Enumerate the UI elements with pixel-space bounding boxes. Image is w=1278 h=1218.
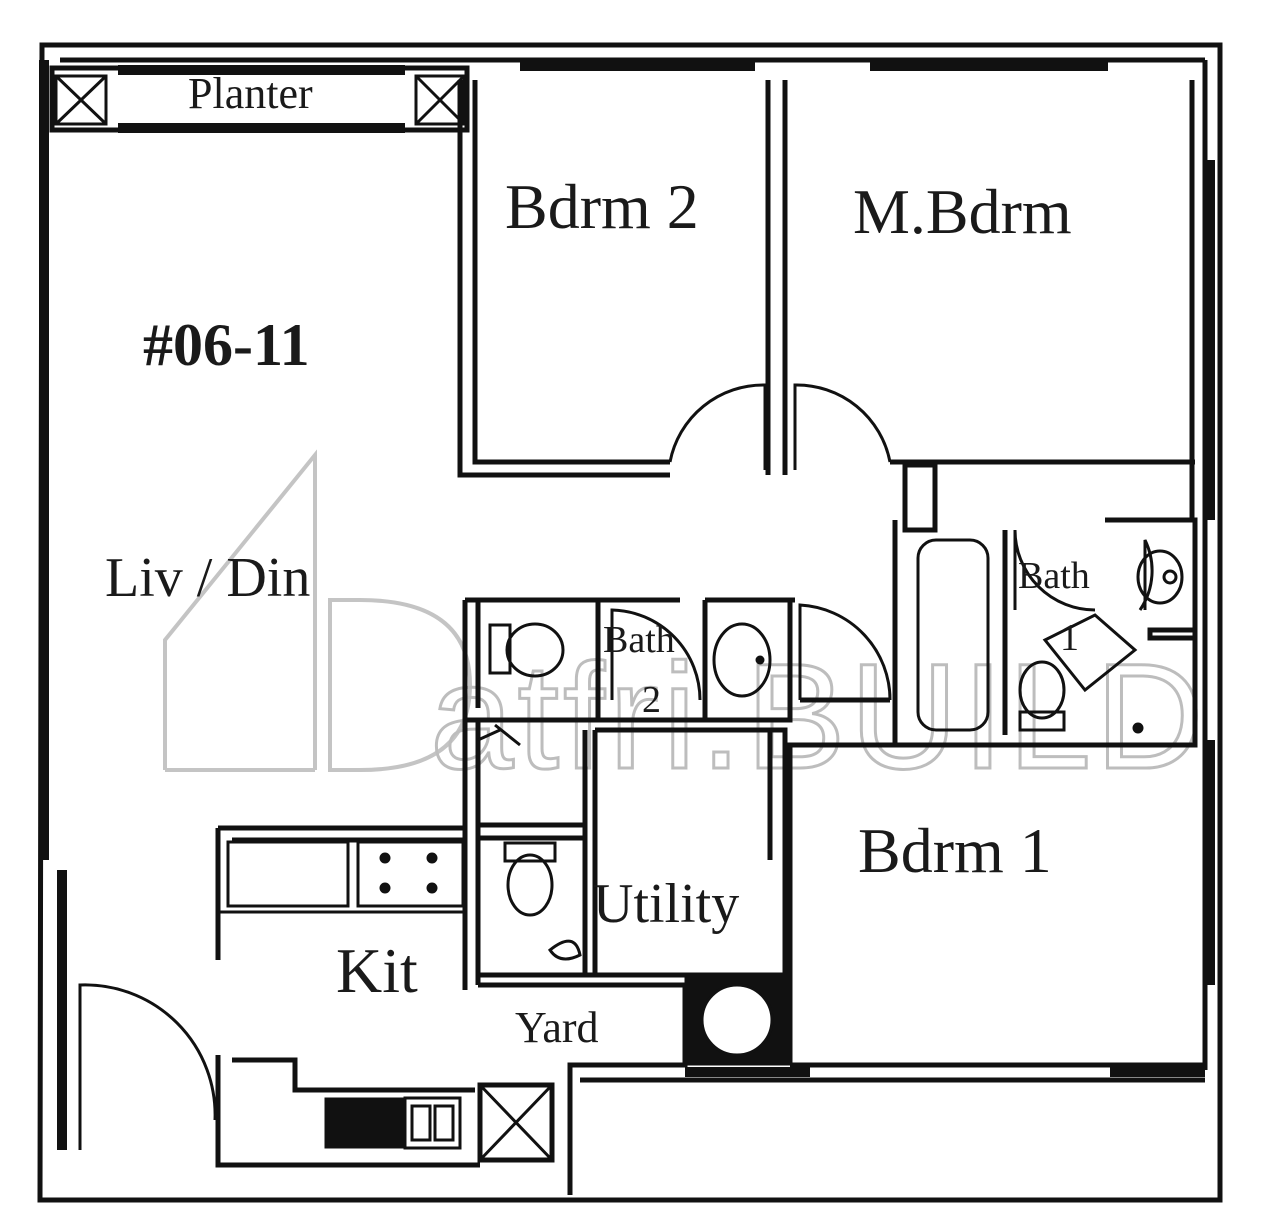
- label-utility: Utility: [593, 873, 739, 935]
- label-bath-2: Bath: [603, 619, 675, 661]
- kitchen: [78, 825, 480, 1168]
- planter: [49, 65, 470, 133]
- room-labels: Planter Bdrm 2 M.Bdrm #06-11 Liv / Din B…: [105, 69, 1090, 1052]
- bath-2: [462, 597, 892, 723]
- watermark: atfri.BUILD: [163, 449, 1208, 802]
- label-bath-1-number: 1: [1060, 617, 1079, 659]
- watermark-logo-icon: [163, 449, 473, 772]
- yard: [477, 974, 1205, 1195]
- bedroom-walls: [457, 80, 1195, 520]
- label-unit-number: #06-11: [143, 312, 310, 378]
- label-kitchen: Kit: [336, 935, 418, 1006]
- label-living-dining: Liv / Din: [105, 547, 310, 609]
- bath-1: [892, 462, 1198, 748]
- label-bedroom-1: Bdrm 1: [858, 815, 1052, 886]
- label-master-bedroom: M.Bdrm: [853, 176, 1072, 247]
- outer-walls: [37, 42, 1223, 1203]
- label-bedroom-2: Bdrm 2: [505, 171, 699, 242]
- watermark-text: atfri.BUILD: [430, 632, 1208, 800]
- label-bath-2-number: 2: [642, 679, 661, 721]
- label-planter: Planter: [188, 69, 313, 118]
- label-bath-1: Bath: [1018, 555, 1090, 597]
- label-yard: Yard: [515, 1003, 599, 1052]
